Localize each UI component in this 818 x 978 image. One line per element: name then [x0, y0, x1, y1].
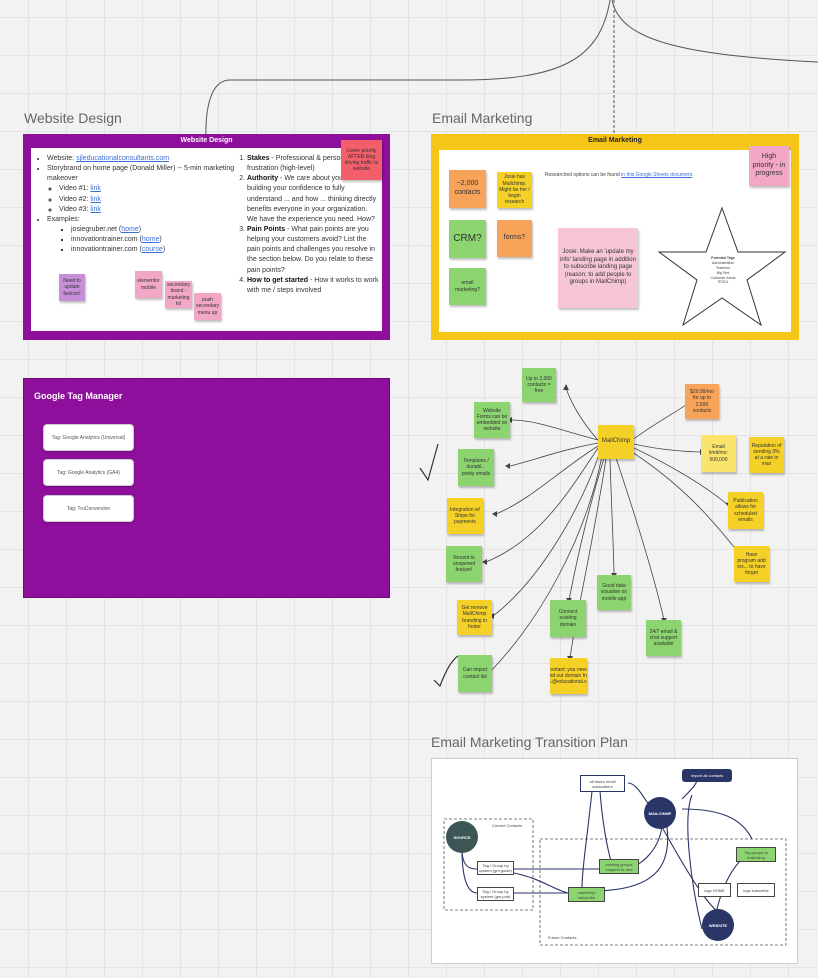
- potential-tags: Potential Tags Administration Teachers B…: [710, 256, 736, 285]
- website-notes-list: Website: sjleducationalconsultants.com S…: [37, 154, 237, 255]
- sticky-secondary-brand[interactable]: secondary brand - marketing kit: [165, 281, 192, 308]
- node-source[interactable]: SOURCE: [446, 821, 478, 853]
- node-tag-groups[interactable]: Tag groups in mailchimp: [736, 847, 776, 862]
- mindmap-node-resend[interactable]: Recent to unopened feature!: [446, 546, 482, 582]
- node-subscribe[interactable]: logs subscribe: [737, 883, 775, 897]
- sticky-forms[interactable]: forms?: [497, 220, 532, 257]
- gtm-tag-ga4[interactable]: Tag: Google Analytics (GA4): [43, 459, 134, 486]
- label-current-contacts: Current Contacts: [492, 823, 523, 828]
- website-design-body: Website: sjleducationalconsultants.com S…: [31, 148, 382, 331]
- node-group-1[interactable]: Tag / Group by system (gm,guide): [477, 861, 514, 875]
- examples-item: Examples:: [47, 215, 237, 225]
- sticky-update-favicon[interactable]: Need to update favicon!: [59, 274, 85, 301]
- mindmap-node-templates[interactable]: Templates / dunabl... pretty emails: [458, 449, 494, 486]
- gtm-tag-truconversion[interactable]: Tag: TruConversion: [43, 495, 134, 522]
- gtm-tag-universal[interactable]: Tag: Google Analytics (Universal): [43, 424, 134, 451]
- videos-group: Video #1: link Video #2: link Video #3: …: [47, 184, 237, 214]
- mindmap-center-mailchimp[interactable]: MailChimp: [598, 425, 634, 459]
- section-title-website-design: Website Design: [24, 110, 122, 126]
- mindmap-node-website-forms[interactable]: Website Forms can be embedded on website: [474, 402, 510, 438]
- sticky-high-priority[interactable]: High priority - in progress: [749, 146, 789, 186]
- research-note: Researched options can be found in this …: [545, 172, 694, 178]
- sticky-mailchimp-research[interactable]: Josie has Mailchimp. Might be her / begi…: [497, 172, 532, 208]
- sticky-elementor-mobile[interactable]: elementor mobile: [135, 271, 162, 298]
- website-item: Website: sjleducationalconsultants.com: [47, 154, 237, 164]
- mindmap-node-support[interactable]: 24/7 email & chat support available: [646, 620, 681, 656]
- step-authority: Authority - We care about you. We LOVE b…: [247, 174, 379, 225]
- label-future-contacts: Future Contacts: [548, 935, 577, 940]
- sticky-josie-landing-page[interactable]: Josie: Make an 'update my info' landing …: [558, 228, 638, 308]
- transition-plan-frame[interactable]: all future email subscribers Import all …: [431, 758, 798, 964]
- video-3-link[interactable]: link: [90, 205, 101, 213]
- example-1-link[interactable]: home: [121, 225, 139, 233]
- node-import-all-contacts[interactable]: Import all contacts: [682, 769, 732, 782]
- node-future-subscribers[interactable]: all future email subscribers: [580, 775, 625, 792]
- step-get-started: How to get started - How it works to wor…: [247, 276, 379, 296]
- email-marketing-header: Email Marketing: [588, 137, 642, 144]
- mindmap-node-domain[interactable]: Connect existing domain: [550, 600, 586, 637]
- mindmap-node-pricing[interactable]: $20.99/mo for up to 2,500 contacts: [685, 384, 719, 419]
- step-pain-points: Pain Points - What pain points are you h…: [247, 225, 379, 276]
- mindmap-node-addins[interactable]: Have program add ins... to have forget: [734, 546, 769, 582]
- example-item-2: innovationtrainer.com (home): [71, 235, 237, 245]
- example-2-link[interactable]: home: [141, 236, 160, 244]
- node-green-subscribe[interactable]: mailchimp subscribe: [568, 887, 605, 902]
- website-link[interactable]: sjleducationalconsultants.com: [76, 155, 170, 162]
- mindmap-node-scheduling[interactable]: Publication allows for scheduled emails: [728, 492, 763, 529]
- node-green-mapped[interactable]: existing groups mapped to new: [599, 859, 639, 874]
- mindmap-node-email-limit[interactable]: Email limit/mo: 500,000: [701, 435, 736, 472]
- website-design-frame[interactable]: Website Design Website: sjleducationalco…: [23, 134, 390, 340]
- step-stakes: Stakes - Professional & personal frustra…: [247, 154, 379, 174]
- video-item-1: Video #1: link: [59, 184, 237, 194]
- example-item-1: josiegruber.net (home): [71, 225, 237, 235]
- video-1-link[interactable]: link: [90, 185, 101, 193]
- mindmap-node-reputation[interactable]: Reputation of sending 3% at a rate in ma…: [749, 437, 784, 473]
- sticky-crm[interactable]: CRM?: [449, 220, 486, 258]
- video-item-3: Video #3: link: [59, 205, 237, 215]
- star-shape[interactable]: [655, 206, 789, 328]
- section-title-email-marketing: Email Marketing: [432, 110, 533, 126]
- sticky-email-marketing[interactable]: email marketing?: [449, 268, 486, 305]
- email-marketing-frame[interactable]: Email Marketing Researched options can b…: [431, 134, 799, 340]
- email-marketing-body: Researched options can be found in this …: [439, 150, 791, 332]
- example-3-link[interactable]: course: [141, 246, 163, 254]
- node-home[interactable]: logs HOME: [698, 883, 731, 897]
- storybrand-steps-list: Stakes - Professional & personal frustra…: [237, 154, 379, 296]
- google-sheets-link[interactable]: in this Google Sheets document: [621, 172, 693, 178]
- google-tag-manager-frame[interactable]: Google Tag Manager Tag: Google Analytics…: [23, 378, 390, 598]
- mindmap-node-free-tier[interactable]: Up to 2,000 contacts = free: [522, 368, 556, 402]
- node-website[interactable]: WEBSITE: [702, 909, 734, 941]
- mindmap-node-important[interactable]: Important: you need to send out domain f…: [550, 658, 587, 694]
- examples-group: josiegruber.net (home) innovationtrainer…: [47, 225, 237, 255]
- node-mailchimp[interactable]: MAILCHIMP: [644, 797, 676, 829]
- section-title-transition-plan: Email Marketing Transition Plan: [431, 734, 628, 750]
- node-group-2[interactable]: Tag / Group by system (gm,pub): [477, 887, 514, 901]
- website-design-header: Website Design: [180, 137, 233, 144]
- sticky-push-secondary-menu[interactable]: push secondary menu up: [194, 293, 221, 320]
- mindmap-node-stripe[interactable]: Integration w/ Stripe for payments: [447, 498, 483, 534]
- video-2-link[interactable]: link: [90, 195, 101, 203]
- sticky-lower-priority[interactable]: Lower priority AFTER blog driving traffi…: [341, 140, 382, 180]
- example-item-3: innovationtrainer.com (course): [71, 245, 237, 255]
- storybrand-item: Storybrand on home page (Donald Miller) …: [47, 164, 237, 184]
- mindmap-node-import[interactable]: Can import contact list: [458, 655, 492, 692]
- sticky-contacts-count[interactable]: ~2,000 contacts: [449, 170, 486, 208]
- mindmap-node-branding[interactable]: Get remove MailChimp branding in footer: [457, 600, 492, 635]
- video-item-2: Video #2: link: [59, 195, 237, 205]
- gtm-title: Google Tag Manager: [34, 391, 123, 401]
- mindmap-node-mobile-app[interactable]: Good data visualise on mobile app: [597, 575, 631, 610]
